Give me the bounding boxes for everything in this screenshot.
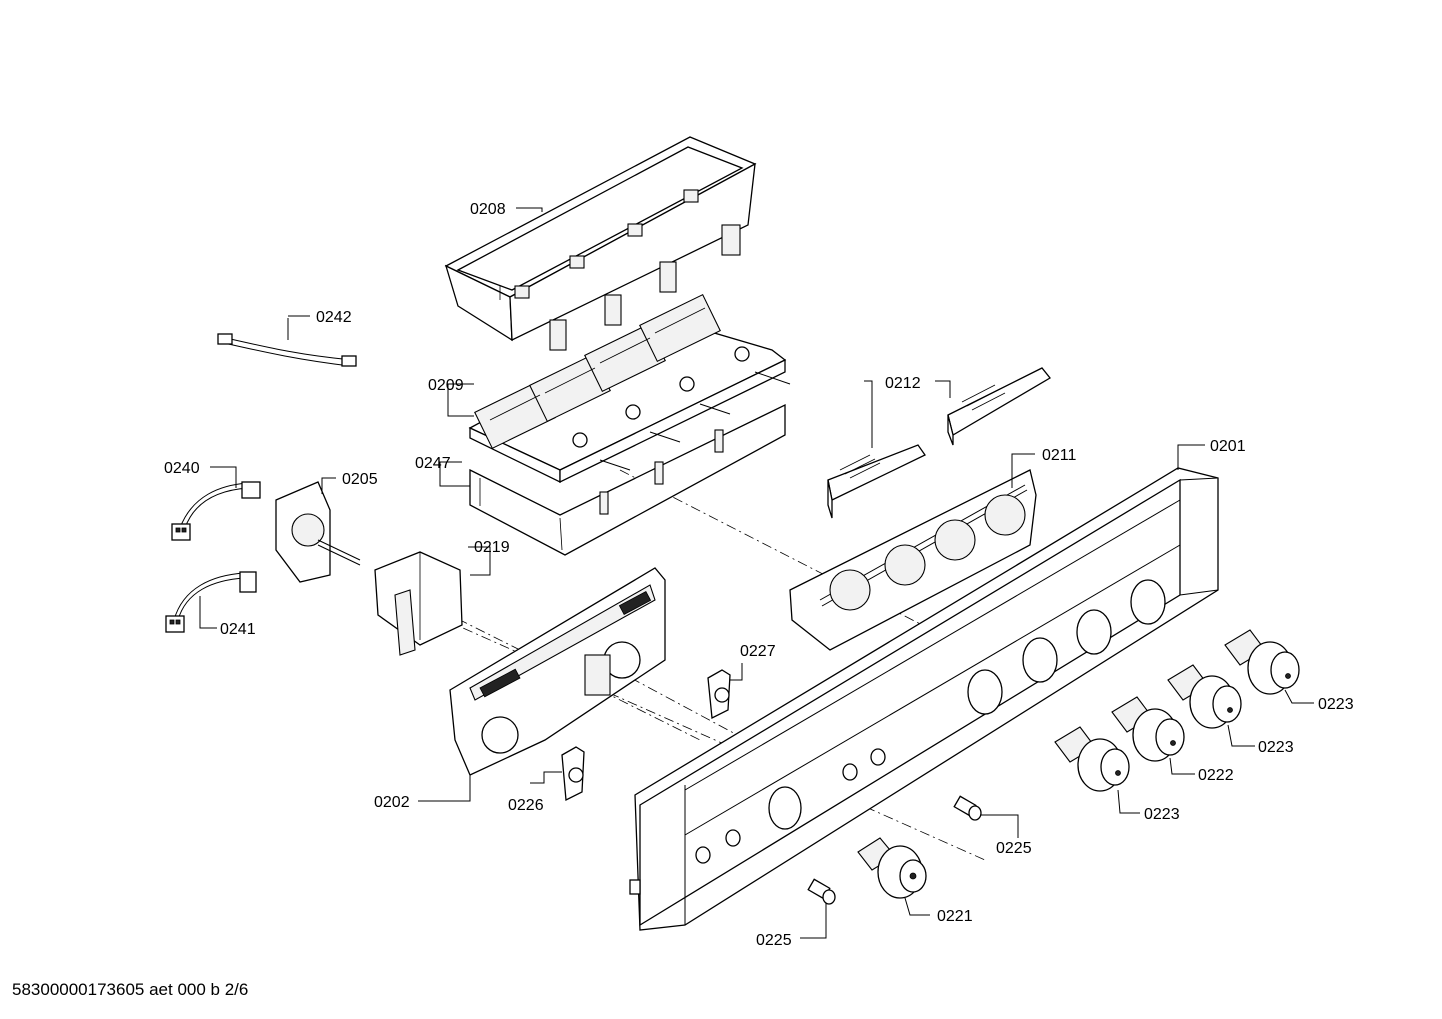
part-0223-knob-middle	[1167, 664, 1242, 729]
drawing-reference-number: 58300000173605 aet 000 b 2/6	[12, 980, 249, 999]
callout-0225-lower: 0225	[756, 932, 792, 949]
callout-0225-upper: 0225	[996, 840, 1032, 857]
part-0211-knob-holder	[789, 469, 1037, 651]
part-0225-button-lower	[807, 878, 836, 905]
callout-0219: 0219	[474, 539, 510, 556]
callout-0208: 0208	[470, 201, 506, 218]
part-0241-connector-cable	[165, 571, 257, 633]
part-0226-clip	[561, 746, 585, 802]
part-0242-cable	[217, 333, 357, 367]
callout-0226: 0226	[508, 797, 544, 814]
callout-0227: 0227	[740, 643, 776, 660]
callout-0241: 0241	[220, 621, 256, 638]
part-0240-connector-cable	[171, 481, 261, 541]
part-0223-knob-left	[1054, 726, 1130, 792]
part-0225-button-upper	[953, 795, 982, 821]
callout-0201: 0201	[1210, 438, 1246, 455]
callout-0209: 0209	[428, 377, 464, 394]
leader-lines	[199, 207, 1314, 939]
callout-0223-right: 0223	[1318, 696, 1354, 713]
part-0202-control-electronics	[449, 567, 666, 776]
part-0212-connectors	[827, 367, 1051, 519]
part-0208-housing-box	[444, 136, 757, 351]
callout-0202: 0202	[374, 794, 410, 811]
callout-0205: 0205	[342, 471, 378, 488]
part-0221-knob	[857, 837, 927, 899]
callout-0223-left: 0223	[1144, 806, 1180, 823]
part-0227-clip	[707, 669, 731, 720]
part-0219-bracket	[374, 551, 463, 656]
callout-0223-middle: 0223	[1258, 739, 1294, 756]
callout-0242: 0242	[316, 309, 352, 326]
callout-0211: 0211	[1042, 447, 1077, 464]
part-0201-front-panel	[629, 467, 1219, 931]
callout-0240: 0240	[164, 460, 200, 477]
part-0205-selector-switch	[275, 481, 361, 583]
callout-0222: 0222	[1198, 767, 1234, 784]
callout-0221: 0221	[937, 908, 973, 925]
callout-labels: 0208 0242 0209 0212 0247 0201 0211 0240 …	[164, 201, 1354, 949]
callout-0247: 0247	[415, 455, 451, 472]
callout-0212: 0212	[885, 375, 921, 392]
part-0209-switch-module	[468, 293, 791, 484]
part-0247-tray	[469, 403, 786, 556]
part-0223-knob-right	[1224, 629, 1300, 695]
part-0222-knob	[1111, 696, 1185, 762]
